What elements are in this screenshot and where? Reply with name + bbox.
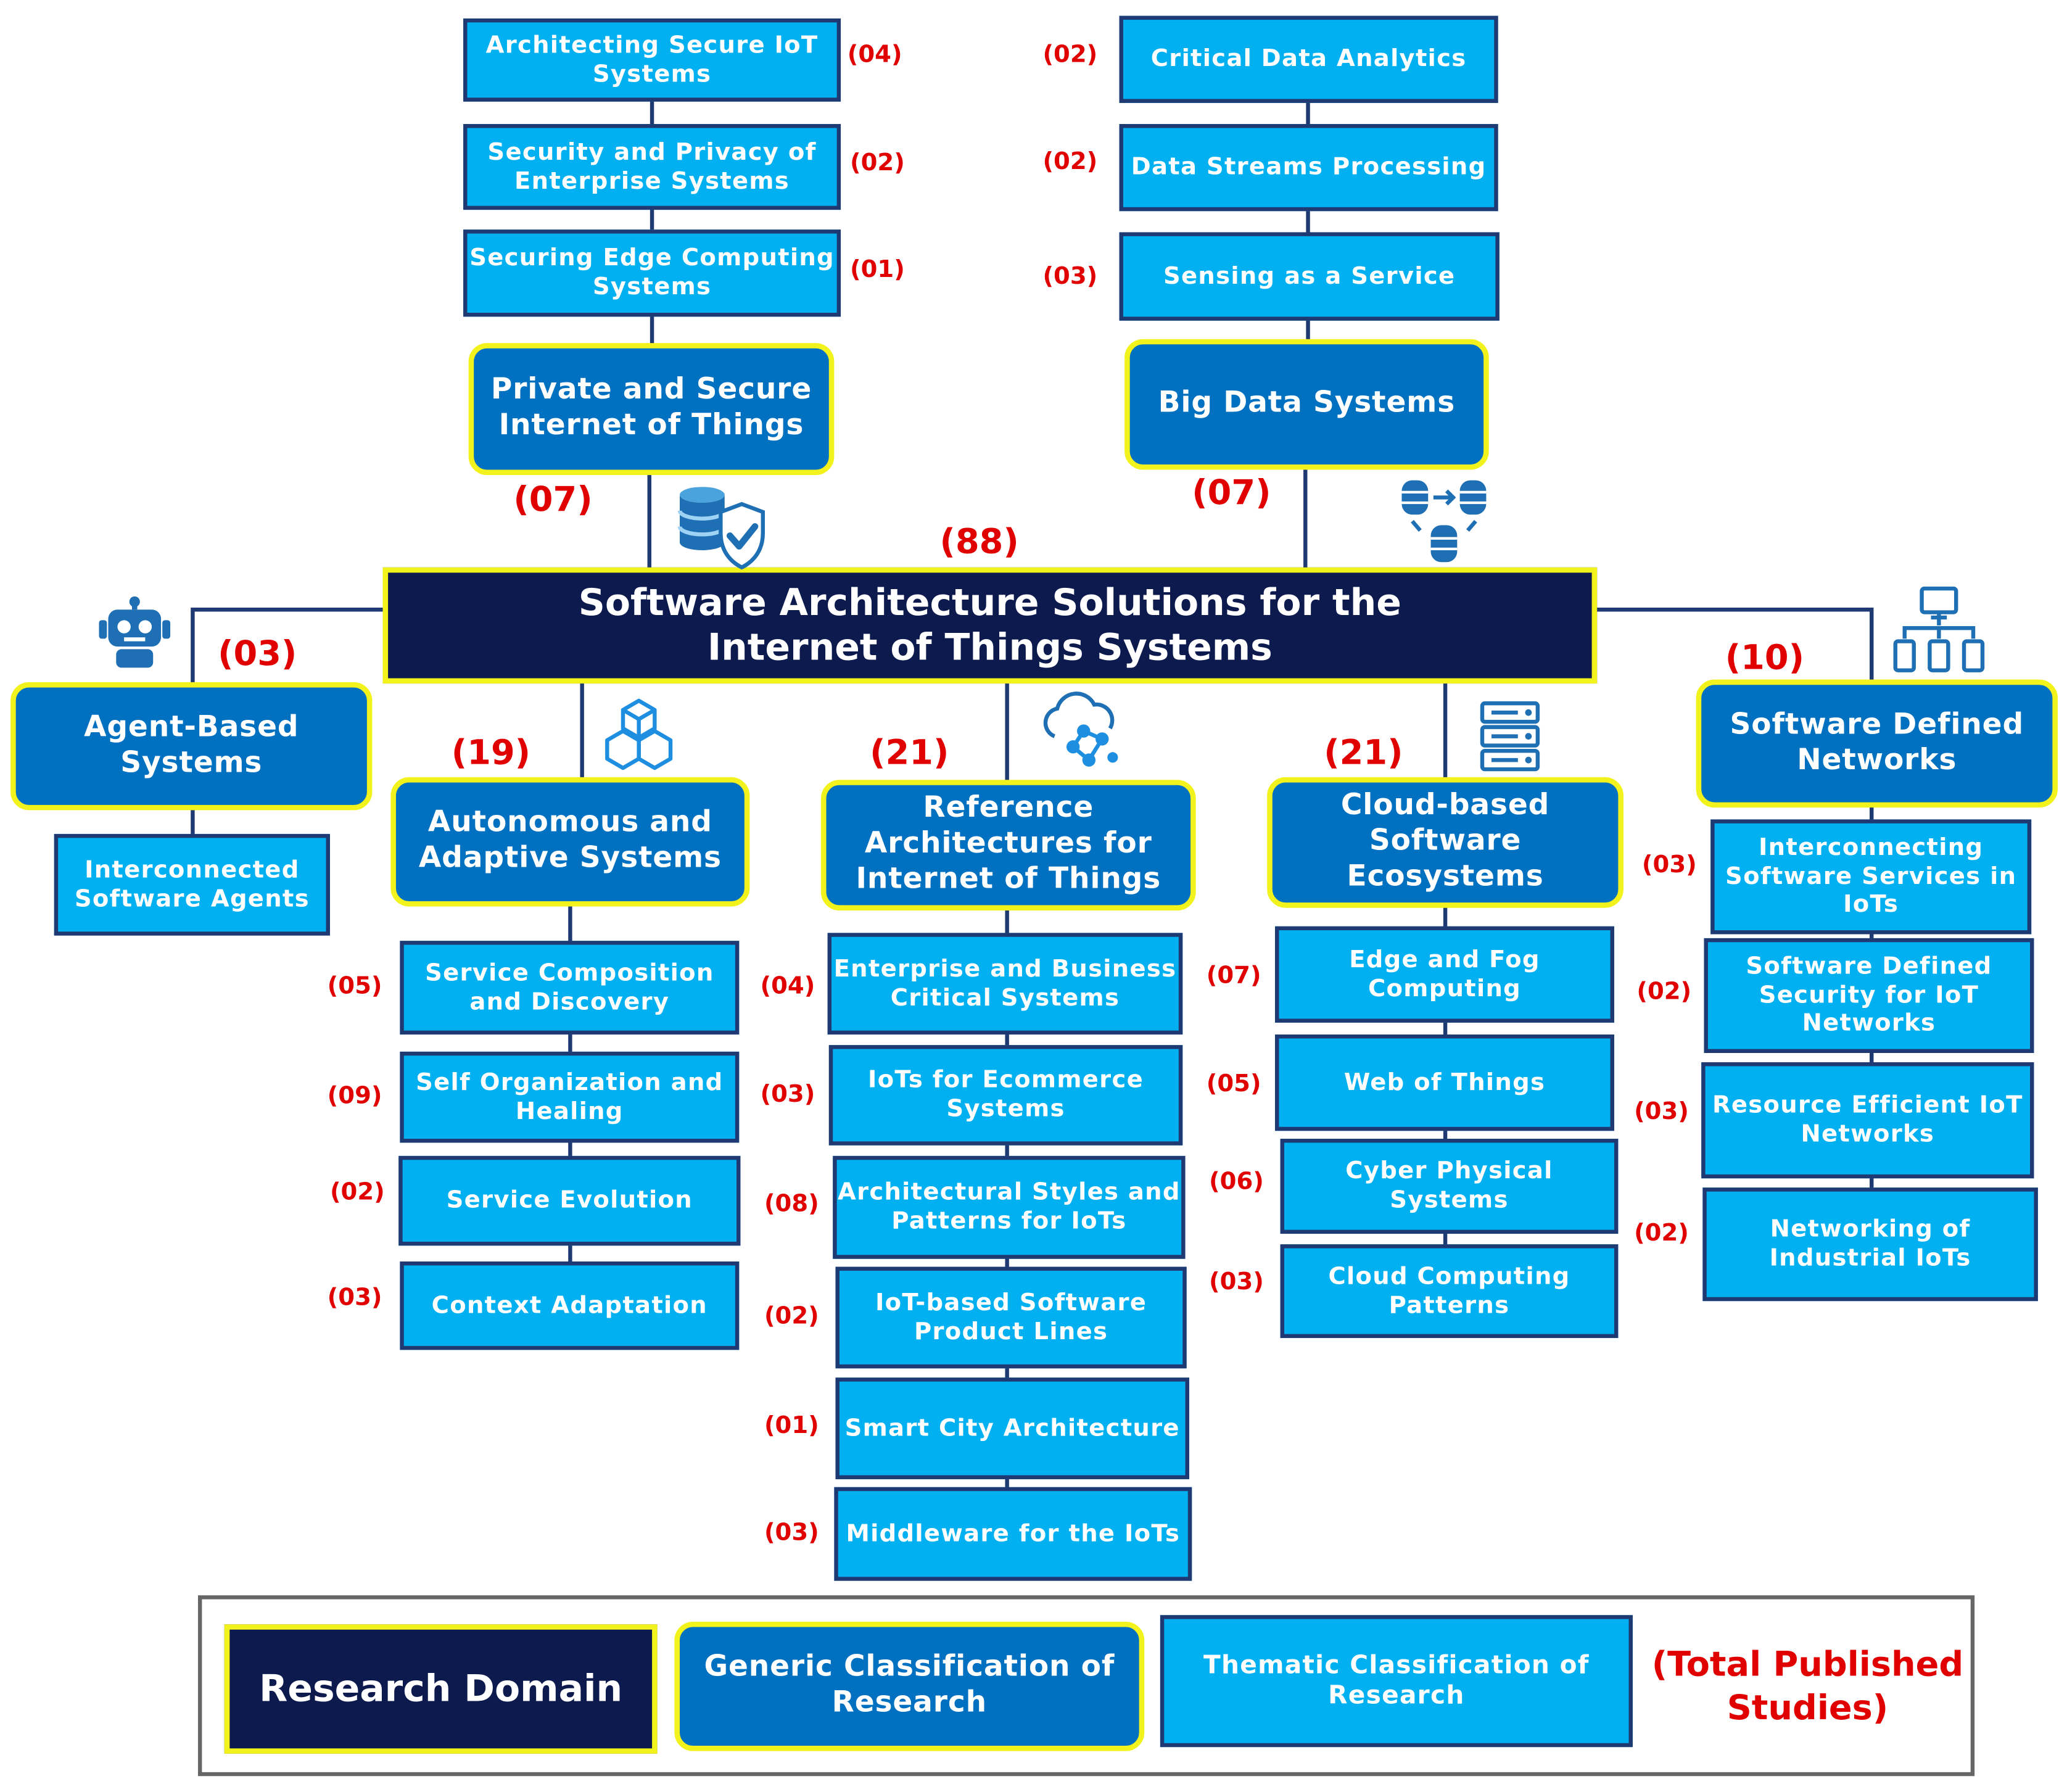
theme-web-of-things: Web of Things (1275, 1034, 1614, 1131)
count-big-data-systems: (07) (1192, 473, 1271, 514)
count-data-streams-processing: (02) (1042, 147, 1098, 176)
count-cloud-computing-patterns: (03) (1209, 1268, 1264, 1296)
theme-service-evolution: Service Evolution (398, 1155, 741, 1246)
theme-data-streams-processing: Data Streams Processing (1119, 124, 1498, 212)
count-security-privacy-enterprise: (02) (850, 149, 905, 177)
theme-critical-data-analytics: Critical Data Analytics (1119, 15, 1498, 103)
category-private-secure-iot: Private and Secure Internet of Things (468, 343, 835, 476)
count-cloud-ecosystems: (21) (1324, 733, 1403, 774)
theme-resource-efficient-iot-networks: Resource Efficient IoT Networks (1701, 1062, 2034, 1179)
count-context-adaptation: (03) (327, 1284, 382, 1312)
count-private-secure-iot: (07) (513, 480, 593, 520)
count-resource-efficient-iot-networks: (03) (1634, 1097, 1689, 1126)
count-middleware-iots: (03) (764, 1519, 819, 1547)
category-autonomous-adaptive: Autonomous and Adaptive Systems (390, 777, 750, 907)
server-rack-icon (1480, 701, 1540, 772)
theme-cloud-computing-patterns: Cloud Computing Patterns (1280, 1244, 1619, 1339)
network-hierarchy-icon (1893, 586, 1985, 672)
theme-service-composition: Service Composition and Discovery (400, 941, 740, 1035)
count-securing-edge-computing: (01) (850, 255, 905, 284)
theme-edge-fog-computing: Edge and Fog Computing (1275, 926, 1614, 1023)
category-big-data-systems: Big Data Systems (1124, 339, 1489, 470)
count-cyber-physical-systems: (06) (1209, 1168, 1264, 1196)
theme-interconnected-software-agents: Interconnected Software Agents (54, 833, 330, 936)
count-research-domain: (88) (939, 522, 1019, 563)
count-web-of-things: (05) (1206, 1070, 1261, 1098)
theme-middleware-iots: Middleware for the IoTs (834, 1487, 1192, 1581)
theme-sensing-as-a-service: Sensing as a Service (1119, 232, 1500, 321)
theme-smart-city-architecture: Smart City Architecture (835, 1377, 1189, 1479)
count-edge-fog-computing: (07) (1206, 962, 1261, 990)
theme-architectural-styles-patterns: Architectural Styles and Patterns for Io… (833, 1155, 1186, 1259)
theme-self-organization: Self Organization and Healing (400, 1051, 740, 1143)
count-sd-security-iot-networks: (02) (1636, 978, 1692, 1005)
count-self-organization: (09) (327, 1082, 382, 1110)
legend-research-domain: Research Domain (224, 1624, 658, 1754)
count-architecting-secure-iot: (04) (847, 41, 902, 69)
count-networking-industrial-iots: (02) (1634, 1219, 1689, 1247)
category-agent-based-systems: Agent-Based Systems (10, 682, 373, 811)
theme-security-privacy-enterprise: Security and Privacy of Enterprise Syste… (463, 124, 841, 210)
count-enterprise-business-critical: (04) (760, 972, 815, 1001)
count-reference-architectures: (21) (870, 733, 949, 774)
theme-enterprise-business-critical: Enterprise and Business Critical Systems (827, 933, 1183, 1035)
count-architectural-styles-patterns: (08) (764, 1190, 819, 1218)
theme-iots-ecommerce: IoTs for Ecommerce Systems (828, 1045, 1183, 1146)
count-interconnecting-software-services: (03) (1641, 851, 1697, 879)
category-cloud-ecosystems: Cloud-based Software Ecosystems (1267, 777, 1623, 908)
theme-iot-software-product-lines: IoT-based Software Product Lines (835, 1266, 1187, 1369)
count-smart-city-architecture: (01) (764, 1411, 819, 1440)
count-service-evolution: (02) (329, 1178, 385, 1207)
theme-cyber-physical-systems: Cyber Physical Systems (1280, 1139, 1619, 1234)
theme-context-adaptation: Context Adaptation (400, 1261, 740, 1350)
theme-securing-edge-computing: Securing Edge Computing Systems (463, 229, 841, 317)
count-agent-based: (03) (218, 634, 297, 675)
shield-database-icon (677, 487, 765, 570)
theme-interconnecting-software-services: Interconnecting Software Services in IoT… (1710, 819, 2032, 935)
cubes-network-icon (605, 698, 673, 770)
database-sync-icon (1401, 480, 1487, 563)
legend-thematic-classification: Thematic Classification of Research (1160, 1615, 1633, 1748)
research-domain-box: Software Architecture Solutions for the … (382, 567, 1598, 684)
count-autonomous-adaptive: (19) (451, 733, 531, 774)
count-sensing-as-a-service: (03) (1042, 262, 1098, 291)
cloud-network-icon (1043, 692, 1118, 767)
count-iot-software-product-lines: (02) (764, 1302, 819, 1331)
count-service-composition: (05) (327, 972, 382, 1001)
count-iots-ecommerce: (03) (760, 1080, 815, 1109)
theme-architecting-secure-iot: Architecting Secure IoT Systems (463, 18, 841, 102)
category-reference-architectures: Reference Architectures for Internet of … (820, 780, 1196, 910)
theme-networking-industrial-iots: Networking of Industrial IoTs (1702, 1187, 2038, 1302)
count-critical-data-analytics: (02) (1042, 41, 1098, 69)
robot-icon (99, 596, 171, 668)
category-software-defined-networks: Software Defined Networks (1696, 679, 2058, 808)
count-software-defined-networks: (10) (1725, 638, 1805, 679)
legend-box (197, 1595, 1975, 1777)
legend-generic-classification: Generic Classification of Research (674, 1621, 1145, 1751)
theme-sd-security-iot-networks: Software Defined Security for IoT Networ… (1704, 938, 2034, 1054)
legend-total-published-studies: (Total Published Studies) (1651, 1645, 1964, 1728)
